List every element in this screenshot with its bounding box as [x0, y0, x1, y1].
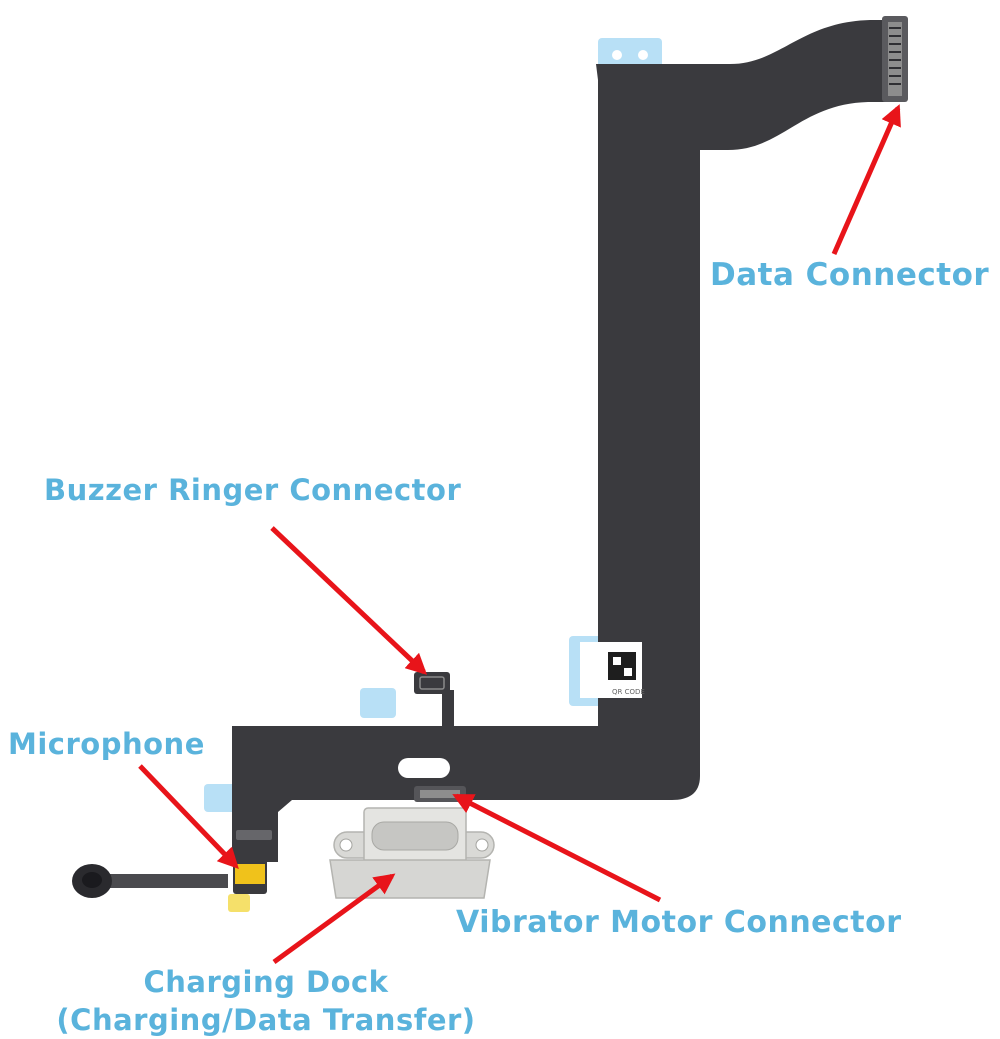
charging-dock-detail: (Charging/Data Transfer)	[56, 1003, 476, 1037]
arrow-vibrator	[452, 793, 662, 903]
arrow-charging-dock	[272, 873, 396, 965]
data-connector-label: Data Connector	[710, 257, 990, 293]
callout-arrows	[138, 104, 901, 965]
qr-sticker: QR CODE	[580, 642, 645, 698]
buzzer-ringer-connector-label: Buzzer Ringer Connector	[44, 473, 462, 507]
arrow-microphone	[138, 764, 239, 870]
arrow-buzzer	[270, 526, 428, 675]
qr-sticker-text: QR CODE	[612, 688, 645, 696]
arrow-data-connector	[831, 104, 901, 256]
vibrator-motor-connector-label: Vibrator Motor Connector	[456, 905, 902, 940]
charging-dock-title: Charging Dock	[143, 965, 389, 999]
charging-dock-label: Charging Dock (Charging/Data Transfer)	[44, 963, 488, 1039]
microphone-label: Microphone	[8, 727, 205, 761]
data-connector-part	[882, 16, 908, 102]
flex-cable	[72, 20, 892, 912]
charging-dock	[329, 807, 495, 899]
